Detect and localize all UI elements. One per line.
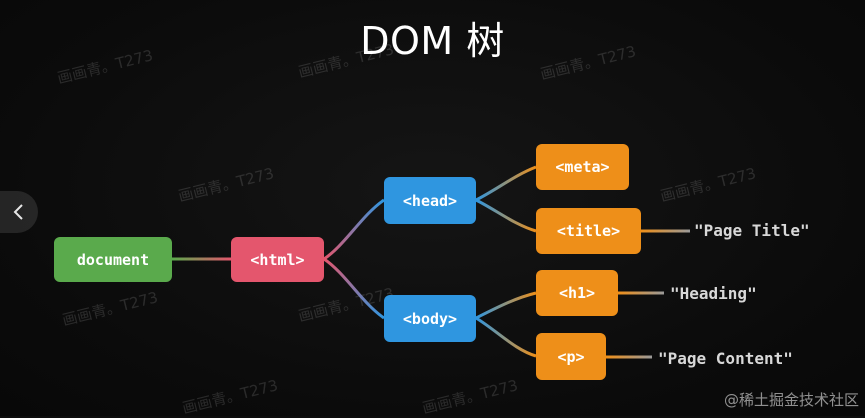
node-document: document [54, 237, 172, 282]
chevron-left-icon [13, 204, 23, 220]
text-node-page-content: "Page Content" [658, 349, 793, 368]
edge-head-title [475, 198, 537, 233]
text-node-page-title: "Page Title" [694, 221, 810, 240]
node-html: <html> [231, 237, 324, 282]
edge-head-meta [475, 165, 537, 202]
node-head: <head> [384, 177, 476, 224]
node-meta: <meta> [536, 144, 629, 190]
back-button[interactable] [0, 191, 38, 233]
edge-html-head [323, 198, 385, 261]
node-body: <body> [384, 295, 476, 342]
page-title: DOM 树 [360, 19, 505, 63]
text-node-heading: "Heading" [670, 284, 757, 303]
node-title: <title> [536, 208, 641, 254]
node-h1: <h1> [536, 270, 618, 316]
edge-html-body [323, 257, 385, 320]
edge-body-p [475, 316, 537, 358]
source-credit: @稀土掘金技术社区 [723, 391, 859, 409]
node-p: <p> [536, 333, 606, 380]
edge-body-h1 [475, 291, 537, 320]
